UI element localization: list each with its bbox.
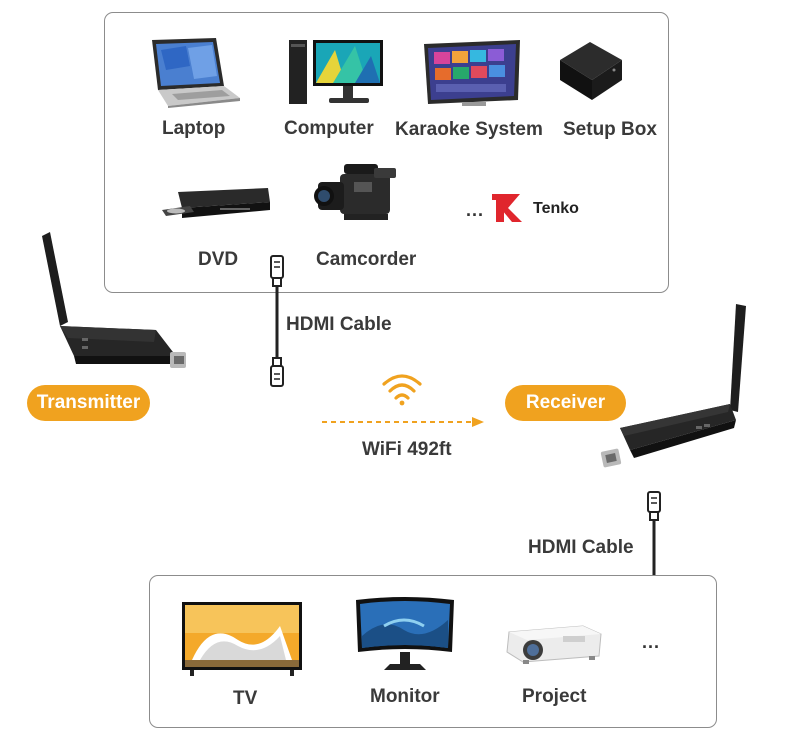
tv-label: TV	[233, 688, 258, 709]
wifi-signal-arrow	[322, 417, 484, 427]
karaoke-screen-icon	[424, 40, 520, 106]
computer-label: Computer	[284, 118, 374, 139]
transmitter-badge: Transmitter	[27, 385, 150, 421]
karaoke-label: Karaoke System	[395, 119, 543, 140]
tenko-logo-icon	[492, 194, 522, 222]
tenko-brand-name: Tenko	[533, 200, 579, 217]
hdmi-cable-bottom-label: HDMI Cable	[528, 537, 634, 558]
laptop-icon	[152, 38, 240, 108]
sources-more-ellipsis: ...	[466, 200, 485, 220]
transmitter-dongle-icon	[42, 232, 186, 368]
receiver-dongle-icon	[600, 304, 746, 468]
desktop-computer-icon	[289, 40, 383, 104]
monitor-icon	[356, 597, 454, 670]
tv-icon	[182, 602, 302, 676]
projector-label: Project	[522, 686, 587, 707]
laptop-label: Laptop	[162, 118, 226, 139]
camcorder-label: Camcorder	[316, 249, 417, 270]
wifi-range-label: WiFi 492ft	[362, 439, 452, 460]
hdmi-cable-top-icon	[270, 255, 284, 387]
projector-icon	[506, 625, 602, 664]
wifi-signal-icon	[382, 374, 422, 406]
hdmi-cable-top-label: HDMI Cable	[286, 314, 392, 335]
dvd-player-icon	[162, 188, 270, 218]
monitor-label: Monitor	[370, 686, 440, 707]
displays-more-ellipsis: ...	[642, 632, 661, 652]
setup-box-icon	[560, 42, 622, 100]
dvd-label: DVD	[198, 249, 239, 270]
camcorder-icon	[314, 164, 396, 220]
setup-box-label: Setup Box	[563, 119, 657, 140]
receiver-badge: Receiver	[505, 385, 626, 421]
